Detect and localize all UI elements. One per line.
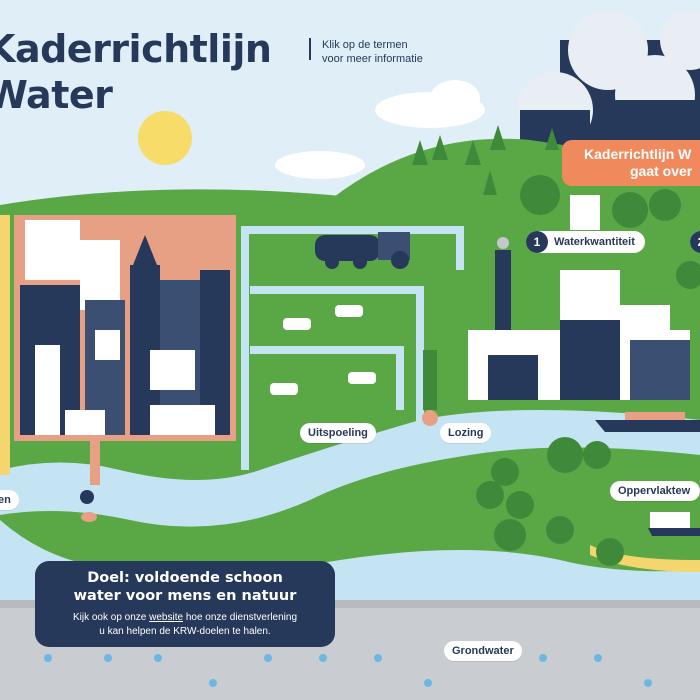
page-title: Kaderrichtlijn Water xyxy=(0,26,272,118)
badge-label: Waterkwantiteit xyxy=(554,236,635,248)
goal-title-line-2: water voor mens en natuur xyxy=(73,588,297,604)
badge-number: 2 xyxy=(690,231,700,253)
title-divider xyxy=(309,38,311,60)
river xyxy=(0,410,700,527)
badge-number: 1 xyxy=(526,231,548,253)
deciduous-trees xyxy=(476,175,700,566)
title-line-1: Kaderrichtlijn xyxy=(0,27,272,71)
term-waterkwantiteit[interactable]: 1 Waterkwantiteit xyxy=(526,231,645,253)
goal-text-after: hoe onze dienstverlening xyxy=(183,612,298,623)
pine-trees xyxy=(412,125,559,195)
shore xyxy=(590,545,700,572)
kaderrichtlijn-callout-button[interactable]: Kaderrichtlijn W gaat over xyxy=(562,140,700,186)
droplet-icons xyxy=(44,654,652,687)
title-line-2: Water xyxy=(0,73,113,117)
field-ditches xyxy=(241,226,464,470)
hint-line-2: voor meer informatie xyxy=(322,53,423,65)
goal-title: Doel: voldoende schoon water voor mens e… xyxy=(35,569,335,605)
ground-edge xyxy=(0,600,700,608)
goal-text-line-2: u kan helpen de KRW-doelen te halen. xyxy=(99,626,271,637)
cloud-icon xyxy=(275,80,485,179)
term-grondwater[interactable]: Grondwater xyxy=(444,641,522,661)
water-tank xyxy=(570,195,600,230)
term-oppervlaktewater[interactable]: Oppervlaktew xyxy=(610,481,700,501)
ship-icons xyxy=(595,412,700,536)
term-lozing[interactable]: Lozing xyxy=(440,423,492,443)
drain-pipe xyxy=(90,440,100,485)
goal-text-before: Kijk ook op onze xyxy=(72,612,150,623)
callout-line-1: Kaderrichtlijn W xyxy=(584,146,692,162)
drain-spill xyxy=(81,512,97,522)
drain-outlet xyxy=(80,490,94,504)
cow-icons xyxy=(270,305,376,395)
factory xyxy=(468,237,690,400)
hint-line-1: Klik op de termen xyxy=(322,39,408,51)
goal-panel: Doel: voldoende schoon water voor mens e… xyxy=(35,561,335,647)
sun-icon xyxy=(138,111,192,165)
term-left-cut[interactable]: en xyxy=(0,490,19,510)
left-shore xyxy=(0,215,10,475)
discharge-outlet xyxy=(422,410,438,426)
dome-buildings xyxy=(517,10,700,170)
callout-line-2: gaat over xyxy=(630,163,693,179)
term-uitspoeling[interactable]: Uitspoeling xyxy=(300,423,376,443)
goal-text: Kijk ook op onze website hoe onze dienst… xyxy=(35,611,335,639)
instruction-text: Klik op de termen voor meer informatie xyxy=(322,38,423,66)
goal-title-line-1: Doel: voldoende schoon xyxy=(87,570,283,586)
term-badge-2[interactable]: 2 xyxy=(690,231,700,253)
tractor-icon xyxy=(315,232,410,269)
city xyxy=(14,215,236,441)
website-link[interactable]: website xyxy=(149,612,184,623)
